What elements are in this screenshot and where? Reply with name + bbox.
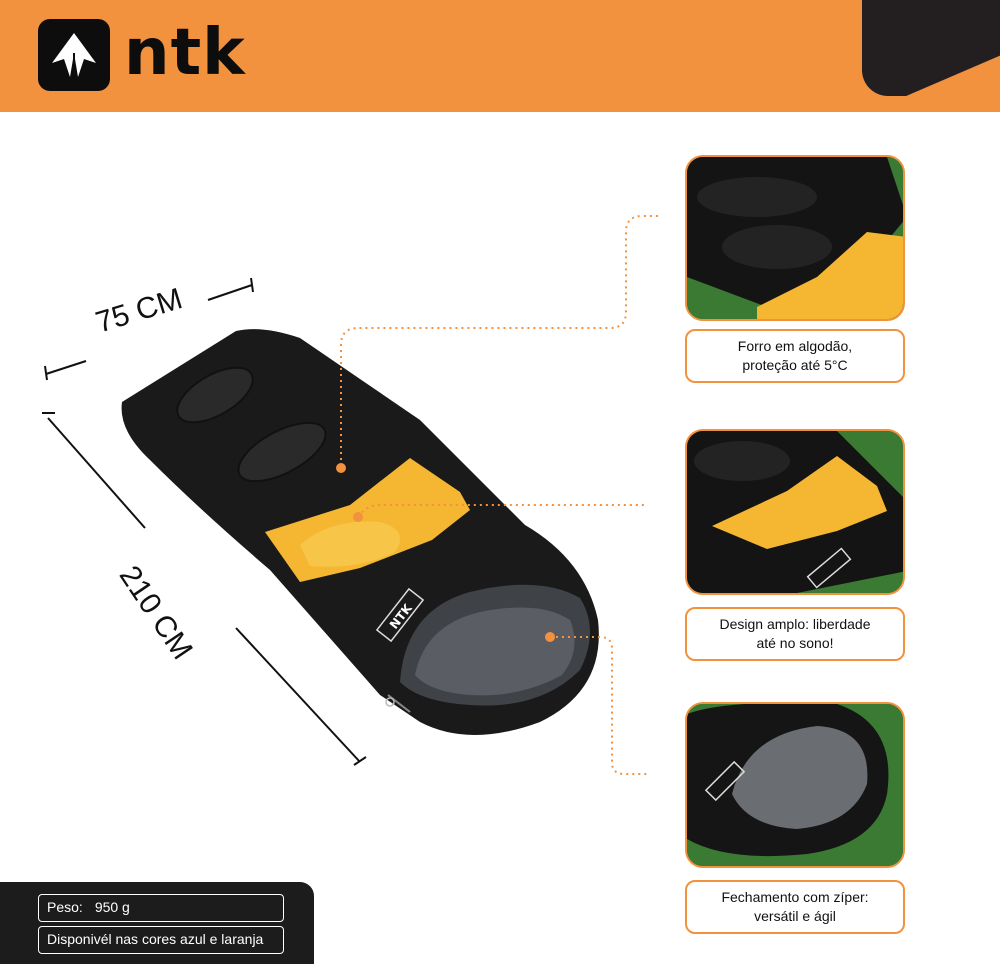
- brand-wordmark: ntk: [124, 16, 246, 90]
- weight-value: 950 g: [94, 899, 130, 915]
- weight-spec-row: Peso: 950 g: [38, 894, 284, 922]
- feature-photo-lining: [685, 155, 905, 321]
- header-banner: ntk: [0, 0, 1000, 112]
- sleeping-bag-illustration: [121, 329, 599, 735]
- feature-leader-dots: [336, 463, 555, 642]
- feature-leader-lines: [340, 215, 658, 775]
- feature-caption-design: Design amplo: liberdade até no sono!: [685, 607, 905, 661]
- ntk-arrow-logo-icon: [38, 19, 110, 91]
- feature-photo-zipper: [685, 702, 905, 868]
- width-dimension-line: [44, 277, 254, 381]
- feature-photo-design: [685, 429, 905, 595]
- length-dimension-line: [42, 412, 367, 766]
- feature-caption-lining: Forro em algodão, proteção até 5°C: [685, 329, 905, 383]
- colors-note: Disponivél nas cores azul e laranja: [38, 926, 284, 954]
- weight-label: Peso:: [47, 899, 83, 915]
- spec-panel: Peso: 950 g Disponivél nas cores azul e l…: [0, 882, 314, 964]
- feature-caption-zipper: Fechamento com zíper: versátil e ágil: [685, 880, 905, 934]
